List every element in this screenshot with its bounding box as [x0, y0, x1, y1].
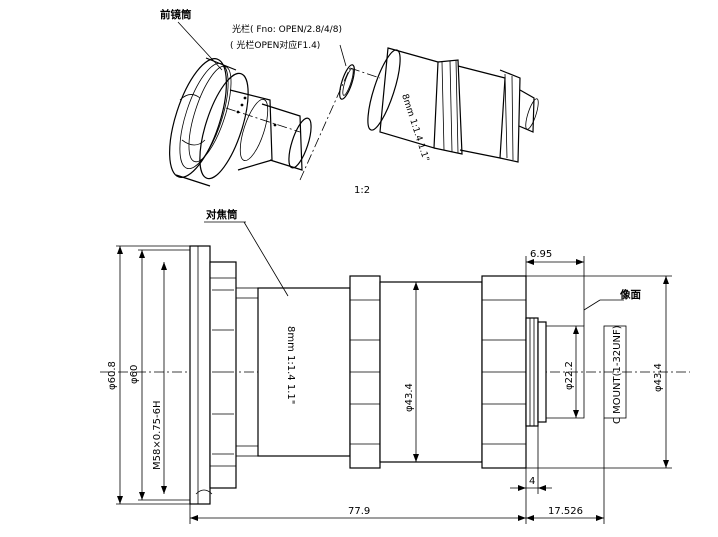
label-focus-tube: 对焦筒	[206, 208, 238, 221]
focus-tube: 8mm 1:1.4 1.1"	[257, 287, 351, 457]
thread-spec: M58×0.75-6H	[152, 401, 163, 471]
c-mount	[525, 317, 585, 427]
label-image-plane: 像面	[620, 288, 641, 301]
dim-17-526: 17.526	[548, 506, 583, 517]
dim-d60-8: φ60.8	[107, 361, 118, 390]
label-aperture-line2: ( 光栏OPEN对应F1.4)	[230, 39, 320, 51]
leader-front-tube	[177, 21, 223, 71]
leader-aperture	[339, 44, 347, 67]
c-mount-label: C MOUNT(1-32UNF)	[612, 325, 623, 424]
hex-ring-2	[481, 275, 527, 469]
svg-text:8mm 1:1.4 1.1": 8mm 1:1.4 1.1"	[399, 93, 430, 163]
front-flange	[189, 245, 259, 505]
dim-d60: φ60	[129, 365, 140, 384]
dim-77-9: 77.9	[348, 506, 370, 517]
elevation-drawing: 8mm 1:1.4 1.1" φ60.8 φ60	[100, 208, 690, 524]
label-scale: 1:2	[354, 185, 370, 196]
lens-marking: 8mm 1:1.4 1.1"	[285, 326, 296, 404]
dim-4: 4	[529, 476, 535, 487]
front-tube-isometric	[169, 57, 312, 187]
aperture-ring-isometric	[339, 64, 355, 100]
hex-ring-1	[349, 275, 381, 469]
dim-d43-4-right: φ43.4	[653, 363, 664, 392]
dim-6-95: 6.95	[530, 249, 552, 260]
rear-body-isometric: 8mm 1:1.4 1.1"	[367, 47, 539, 163]
dim-d43-4-mid: φ43.4	[404, 383, 415, 412]
isometric-exploded-view: 8mm 1:1.4 1.1" 前镜筒 光栏( Fno: OPEN/2.8/4/8…	[160, 8, 539, 196]
middle-barrel	[379, 281, 483, 463]
label-front-tube: 前镜筒	[160, 8, 192, 21]
label-aperture-line1: 光栏( Fno: OPEN/2.8/4/8)	[232, 23, 342, 35]
dim-d22-2: φ22.2	[564, 361, 575, 390]
